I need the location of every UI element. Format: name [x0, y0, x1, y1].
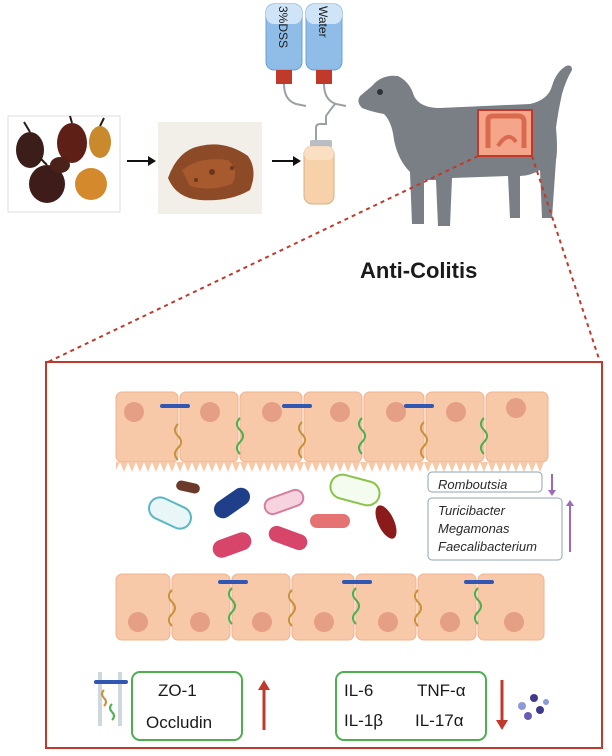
down-arrow: [496, 680, 508, 730]
microbiota-box: [427, 471, 574, 561]
tight-junction-box: [131, 671, 243, 741]
diagram-title: Anti-Colitis: [360, 258, 478, 283]
bacteria-icon: [148, 473, 397, 558]
bacteria-increased-1: Megamonas: [438, 521, 510, 536]
bacteria-decreased-0: Romboutsia: [438, 477, 508, 492]
powder-photo: [158, 122, 262, 214]
marker-zo1: ZO-1: [158, 681, 197, 700]
process-arrow-2: [272, 156, 301, 166]
lower-epithelium: [115, 573, 545, 641]
cytokine-il17a: IL-17α: [415, 711, 464, 730]
water-bottle-label: Water: [316, 6, 330, 38]
cytokine-box: [335, 671, 487, 741]
fruit-photo: [7, 115, 121, 213]
bacteria-increased-0: Turicibacter: [438, 503, 505, 518]
cytokine-il1b: IL-1β: [344, 711, 384, 730]
cytokine-tnfa: TNF-α: [417, 681, 466, 700]
up-arrow: [258, 680, 270, 730]
water-bottle-icon: [305, 3, 347, 107]
bacteria-increased-2: Faecalibacterium: [438, 539, 537, 554]
upper-epithelium: [115, 391, 549, 472]
dog-icon: [358, 65, 572, 226]
colon-icon: [477, 109, 533, 157]
wash-bottle-icon: [303, 103, 336, 205]
cytokine-dots-icon: [518, 694, 549, 720]
marker-occludin: Occludin: [146, 713, 213, 732]
tight-junction-icon: [94, 672, 128, 726]
zoom-line-right: [531, 155, 601, 363]
dss-bottle-label: 3%DSS: [276, 6, 290, 49]
process-arrow-1: [127, 156, 156, 166]
dss-bottle-icon: [265, 3, 307, 107]
cytokine-il6: IL-6: [344, 681, 374, 700]
